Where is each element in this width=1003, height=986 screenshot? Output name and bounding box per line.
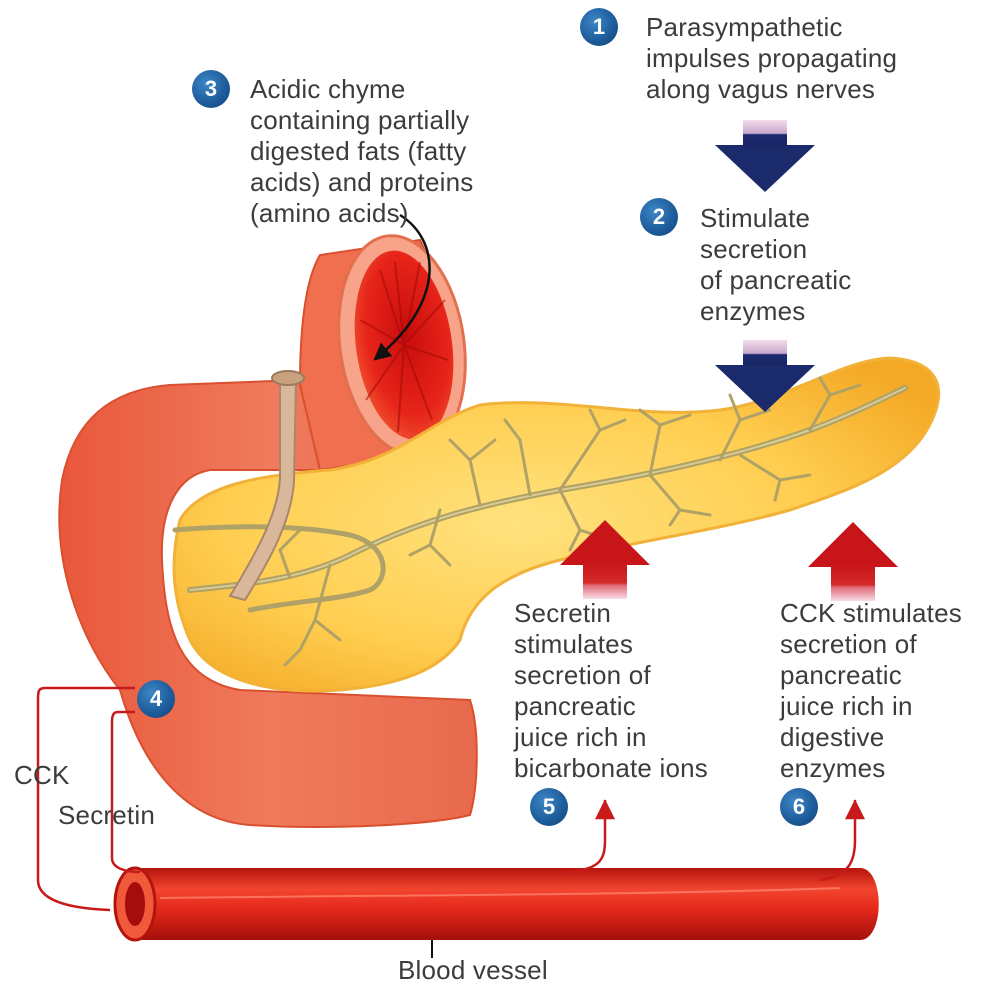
step-1-line: impulses propagating — [646, 43, 897, 74]
step-5-line: pancreatic — [514, 691, 708, 722]
step-2-line: Stimulate — [700, 203, 851, 234]
step-3-line: Acidic chyme — [250, 74, 473, 105]
step-6-line: juice rich in — [780, 691, 962, 722]
nerve-arrow-top — [715, 120, 815, 192]
step-2-line: of pancreatic — [700, 265, 851, 296]
step-3-line: containing partially — [250, 105, 473, 136]
step-3-badge: 3 — [192, 70, 230, 108]
step-5-line: Secretin — [514, 598, 708, 629]
vessel-to-step5-line — [565, 800, 605, 872]
step-5-line: bicarbonate ions — [514, 753, 708, 784]
step-6-line: CCK stimulates — [780, 598, 962, 629]
step-6-label: CCK stimulates secretion of pancreatic j… — [780, 598, 962, 784]
step5-arrowhead — [597, 802, 613, 818]
blood-vessel — [115, 868, 879, 958]
step-5-badge: 5 — [530, 788, 568, 826]
step-5-line: secretion of — [514, 660, 708, 691]
step6-arrowhead — [847, 802, 863, 818]
blood-vessel-label: Blood vessel — [398, 955, 548, 986]
step-1-badge: 1 — [580, 8, 618, 46]
step-6-badge: 6 — [780, 788, 818, 826]
step-2-line: enzymes — [700, 296, 851, 327]
step-2-label: Stimulate secretion of pancreatic enzyme… — [700, 203, 851, 327]
step-6-line: pancreatic — [780, 660, 962, 691]
step-1-label: Parasympathetic impulses propagating alo… — [646, 12, 897, 105]
step-4-badge: 4 — [137, 680, 175, 718]
step-3-line: acids) and proteins — [250, 167, 473, 198]
step-2-line: secretion — [700, 234, 851, 265]
step-6-line: secretion of — [780, 629, 962, 660]
step-1-line: along vagus nerves — [646, 74, 897, 105]
secretin-label: Secretin — [58, 800, 155, 831]
step-6-line: enzymes — [780, 753, 962, 784]
step-5-line: stimulates — [514, 629, 708, 660]
secretin-pathway-line — [112, 712, 140, 872]
step-5-label: Secretin stimulates secretion of pancrea… — [514, 598, 708, 784]
cck-arrow — [808, 522, 898, 601]
step-3-label: Acidic chyme containing partially digest… — [250, 74, 473, 229]
step-2-badge: 2 — [640, 198, 678, 236]
step-1-line: Parasympathetic — [646, 12, 897, 43]
step-3-line: digested fats (fatty — [250, 136, 473, 167]
cck-label: CCK — [14, 760, 70, 791]
step-6-line: digestive — [780, 722, 962, 753]
step-5-line: juice rich in — [514, 722, 708, 753]
step-3-line: (amino acids) — [250, 198, 473, 229]
